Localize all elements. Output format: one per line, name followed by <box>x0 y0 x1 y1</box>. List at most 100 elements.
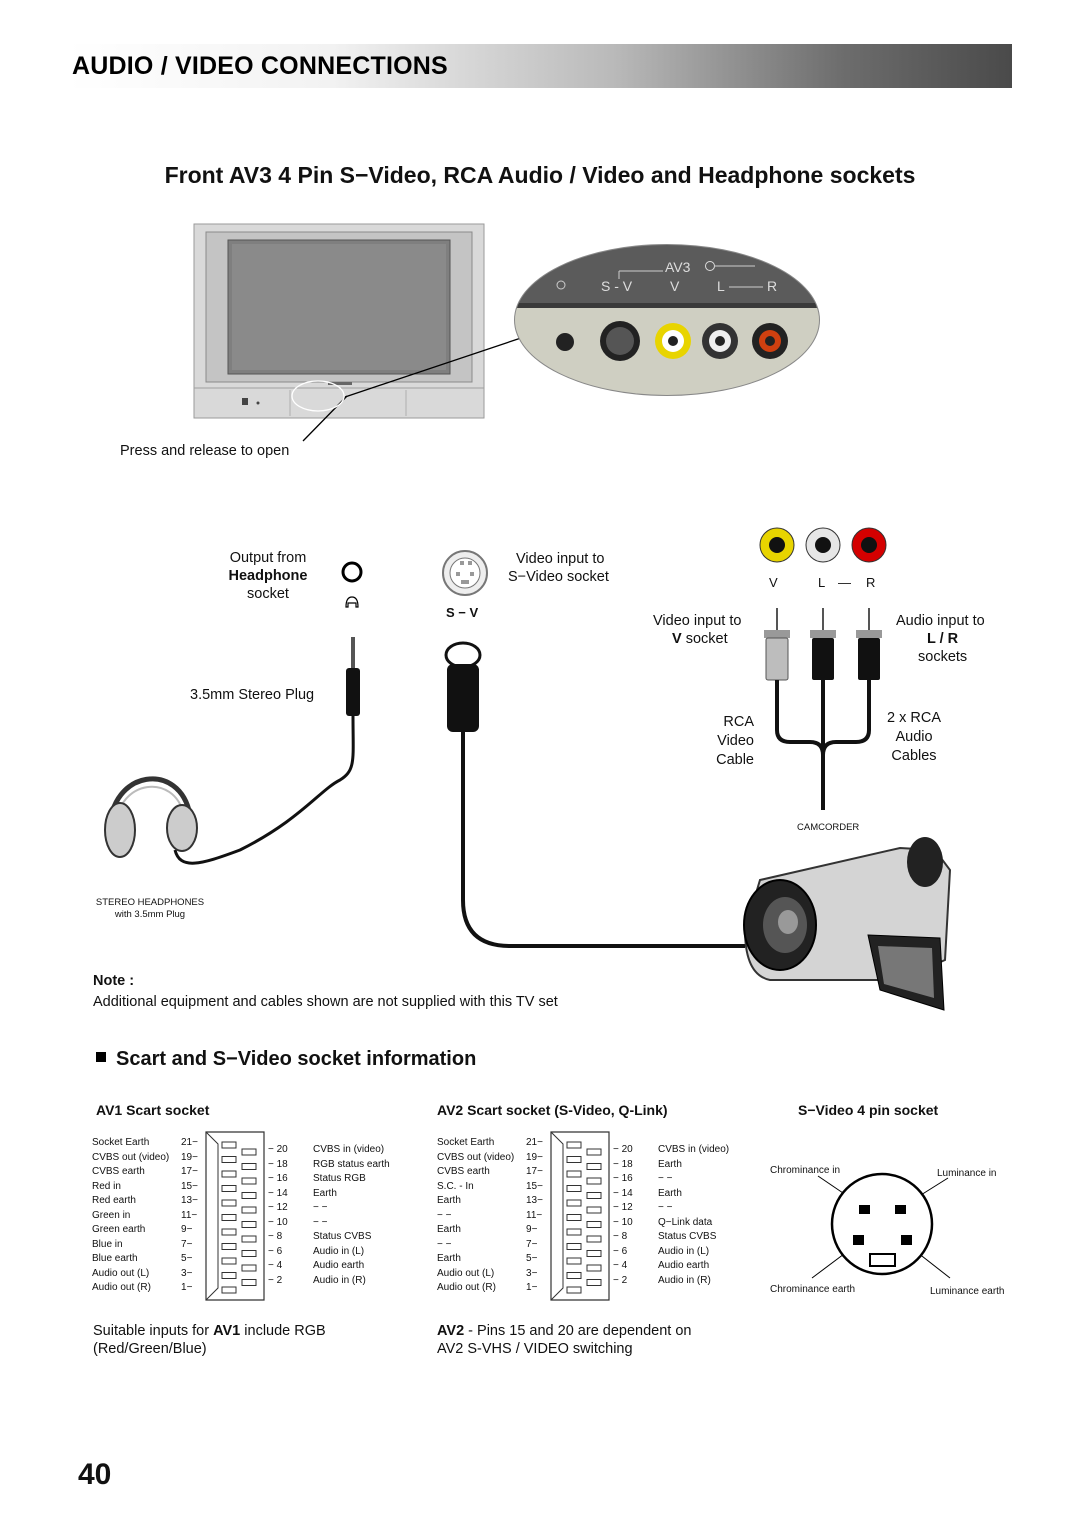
av1-scart-connector <box>205 1131 265 1301</box>
scart-pin-slot <box>241 1250 257 1257</box>
scart-pin-slot <box>566 1141 582 1149</box>
rca-audio-cable-line-1: 2 x RCA <box>887 710 941 726</box>
av2-left-pins-item: 1− <box>526 1282 538 1293</box>
av1-right-pins-item: − 16 <box>268 1173 288 1184</box>
scart-pin-slot <box>241 1163 257 1170</box>
av2-right-labels-item: − − <box>658 1202 673 1213</box>
av2-left-pins: 21−19−17−15−13−11−9−7−5−3−1− <box>526 1136 548 1296</box>
av1-right-pins-item: − 18 <box>268 1158 288 1170</box>
av2-left-labels-item: CVBS earth <box>437 1166 490 1177</box>
note-text: Additional equipment and cables shown ar… <box>93 994 558 1010</box>
av2-right-labels-item: Earth <box>658 1187 682 1199</box>
scart-pin-slot <box>586 1279 602 1286</box>
chrominance-in-label: Chrominance in <box>770 1165 841 1176</box>
av1-left-labels-item: Red in <box>92 1180 121 1192</box>
av1-right-labels-item: Audio in (L) <box>313 1245 365 1257</box>
scart-pin-slot <box>241 1221 257 1228</box>
av2-right-labels-item: Status CVBS <box>658 1231 717 1242</box>
headphone-socket-icon <box>341 561 363 608</box>
av1-right-labels-item: Audio in (R) <box>313 1274 366 1286</box>
av1-left-pins-item: 1− <box>181 1282 193 1293</box>
bullet-square <box>96 1052 106 1062</box>
av2-left-pins-item: 15− <box>526 1180 543 1192</box>
av2-left-pins-item: 5− <box>526 1253 538 1264</box>
section-subtitle: Front AV3 4 Pin S−Video, RCA Audio / Vid… <box>164 162 916 188</box>
av1-left-labels-item: Audio out (R) <box>92 1282 151 1293</box>
chrominance-earth-label: Chrominance earth <box>770 1284 856 1295</box>
av2-right-pins-item: − 4 <box>613 1260 628 1271</box>
panel-sv-label: S - V <box>601 278 633 294</box>
av2-right-pins-item: − 10 <box>613 1216 633 1228</box>
av2-right-labels-item: Q−Link data <box>658 1216 713 1228</box>
svideo4-pin-diagram <box>811 1172 951 1279</box>
scart-pin-slot <box>221 1272 237 1279</box>
svideo-input-label: Video input to <box>516 551 605 567</box>
av2-left-labels-item: Socket Earth <box>437 1137 495 1148</box>
av2-left-labels-item: − − <box>437 1238 452 1250</box>
av1-left-labels-item: CVBS earth <box>92 1166 145 1177</box>
av2-footnote-line-1: AV2 - Pins 15 and 20 are dependent on <box>437 1323 692 1339</box>
scart-pin-slot <box>586 1264 602 1272</box>
scart-pin-slot <box>221 1156 237 1163</box>
scart-pin-slot <box>241 1235 257 1243</box>
rca-audio-input-label: Audio input to <box>896 613 985 629</box>
av2-right-pins-item: − 16 <box>613 1173 633 1184</box>
av2-scart-connector <box>550 1131 610 1301</box>
av1-left-pins-item: 11− <box>181 1209 198 1221</box>
av1-left-pins-item: 5− <box>181 1253 193 1264</box>
luminance-in-label: Luminance in <box>937 1168 997 1179</box>
av2-left-labels-item: Earth <box>437 1224 461 1235</box>
av2-left-pins-item: 9− <box>526 1224 538 1235</box>
scart-pin-slot <box>586 1250 602 1257</box>
rca-video-cable-line-3: Cable <box>716 752 754 768</box>
av1-left-pins-item: 17− <box>181 1166 198 1177</box>
rca-video-cable-line-1: RCA <box>723 714 754 730</box>
panel-av3-label: AV3 <box>665 259 691 275</box>
av1-right-labels-item: Earth <box>313 1187 337 1199</box>
av2-right-labels-item: Audio in (L) <box>658 1245 710 1257</box>
av2-right-labels-item: − − <box>658 1173 673 1184</box>
scart-pin-slot <box>566 1170 582 1178</box>
rca-lr-label: L / R <box>927 631 959 647</box>
av2-left-pins-item: 3− <box>526 1267 538 1279</box>
scart-pin-slot <box>586 1177 602 1185</box>
header-banner <box>68 44 1012 88</box>
scart-pin-slot <box>586 1163 602 1170</box>
av2-right-labels-item: Audio earth <box>658 1260 710 1271</box>
av2-right-pins: − 20− 18− 16− 14− 12− 10− 8− 6− 4− 2 <box>613 1143 639 1288</box>
av1-footnote-line-2: (Red/Green/Blue) <box>93 1341 207 1357</box>
av2-footnote-line-2: AV2 S-VHS / VIDEO switching <box>437 1341 633 1357</box>
av2-left-pins-item: 21− <box>526 1137 543 1148</box>
av2-right-pins-item: − 6 <box>613 1245 628 1257</box>
scart-pin-slot <box>566 1243 582 1250</box>
section-scart-title: Scart and S−Video socket information <box>96 1048 476 1071</box>
panel-l-label: L <box>717 278 725 294</box>
scart-pin-slot <box>241 1206 257 1214</box>
scart-pin-slot <box>566 1156 582 1163</box>
av1-right-labels-item: Audio earth <box>313 1260 365 1271</box>
av1-right-labels-item: − − <box>313 1202 328 1213</box>
scart-pin-slot <box>221 1214 237 1221</box>
scart-pin-slot <box>566 1228 582 1236</box>
av1-right-pins-item: − 10 <box>268 1216 288 1228</box>
av2-heading: AV2 Scart socket (S-Video, Q-Link) <box>437 1102 668 1118</box>
av1-right-pins-item: − 14 <box>268 1187 288 1199</box>
panel-v-label: V <box>670 278 680 294</box>
av1-right-labels-item: CVBS in (video) <box>313 1144 385 1155</box>
av1-left-labels-item: Green in <box>92 1209 131 1221</box>
headphones-caption-2: with 3.5mm Plug <box>114 909 186 920</box>
camcorder-label: CAMCORDER <box>797 822 860 833</box>
tv-illustration <box>193 223 485 419</box>
scart-pin-slot <box>221 1243 237 1250</box>
av1-right-labels-item: − − <box>313 1216 328 1228</box>
panel-r-label: R <box>767 278 777 294</box>
scart-pin-slot <box>221 1286 237 1294</box>
av2-left-pins-item: 11− <box>526 1209 543 1221</box>
av2-left-pins-item: 13− <box>526 1195 543 1206</box>
av1-right-pins-item: − 8 <box>268 1231 283 1242</box>
av2-left-labels-item: Earth <box>437 1195 461 1206</box>
av1-right-labels-item: Status CVBS <box>313 1231 372 1242</box>
av2-right-labels-item: CVBS in (video) <box>658 1144 730 1155</box>
